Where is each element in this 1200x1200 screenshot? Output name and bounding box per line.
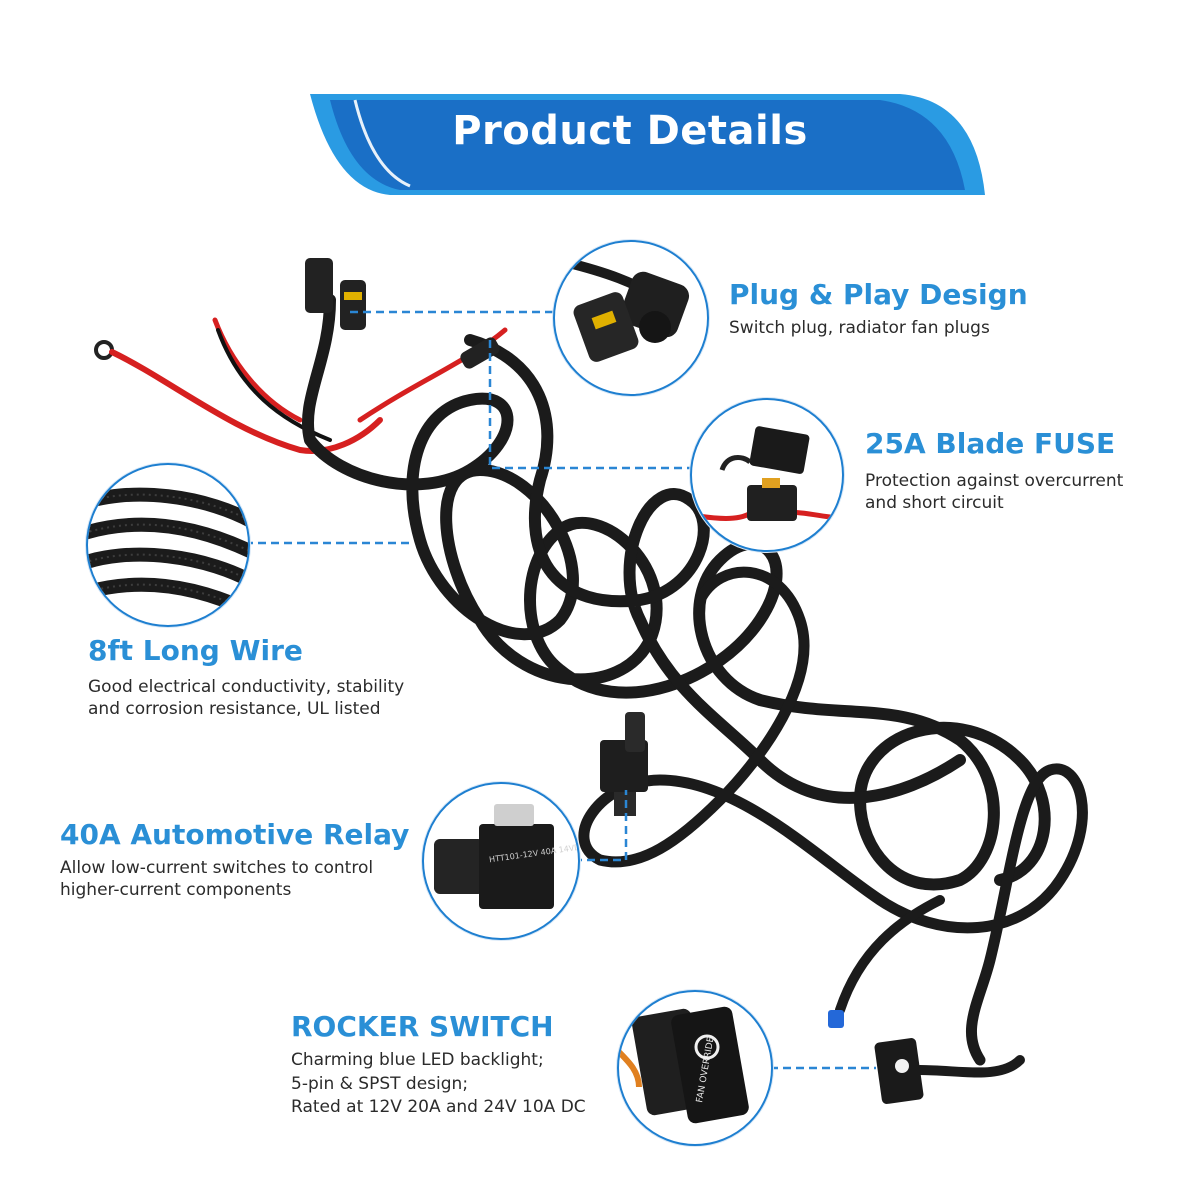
- harness-wire: [578, 566, 1088, 1066]
- plug-connector-icon: [305, 258, 366, 330]
- relay-detail-circle: HTT101-12V 40A 14VDC: [422, 782, 580, 940]
- feature-desc-fuse-1: Protection against overcurrent: [865, 471, 1124, 491]
- rocker-switch-icon: [874, 1038, 924, 1104]
- ring-terminal-icon: [94, 340, 114, 360]
- blue-terminal-icon: [828, 1010, 844, 1028]
- feature-title-plug: Plug & Play Design: [729, 278, 1028, 311]
- relay-harness-connector: [625, 712, 645, 752]
- feature-desc-wire-2: and corrosion resistance, UL listed: [88, 699, 381, 719]
- harness-wire: [301, 294, 1051, 891]
- feature-desc-fuse-2: and short circuit: [865, 493, 1004, 513]
- feature-title-relay: 40A Automotive Relay: [60, 818, 410, 851]
- feature-desc-switch-1: Charming blue LED backlight;: [291, 1050, 544, 1070]
- red-wire: [212, 317, 303, 423]
- product-details-banner: [310, 94, 985, 195]
- page-title: Product Details: [452, 108, 808, 154]
- red-wire: [109, 349, 383, 454]
- feature-title-wire: 8ft Long Wire: [88, 634, 303, 667]
- banner-front-shape: [330, 100, 965, 190]
- feature-desc-relay-1: Allow low-current switches to control: [60, 858, 374, 878]
- harness-wire: [835, 895, 945, 1015]
- feature-title-switch: ROCKER SWITCH: [291, 1010, 554, 1043]
- feature-desc-wire-1: Good electrical conductivity, stability: [88, 677, 405, 697]
- harness-wire: [915, 1055, 1025, 1078]
- feature-desc-relay-2: higher-current components: [60, 880, 292, 900]
- wire-detail-circle: [86, 463, 250, 627]
- feature-desc-switch-3: Rated at 12V 20A and 24V 10A DC: [291, 1097, 586, 1117]
- feature-desc-plug: Switch plug, radiator fan plugs: [729, 318, 990, 338]
- feature-desc-switch-2: 5-pin & SPST design;: [291, 1074, 469, 1094]
- plug-detail-circle: [553, 240, 709, 396]
- fuse-detail-circle: [690, 398, 844, 552]
- switch-detail-circle: FAN OVERRIDE: [617, 990, 773, 1146]
- dash-fuse: [488, 340, 690, 470]
- feature-title-fuse: 25A Blade FUSE: [865, 427, 1116, 460]
- banner-highlight-line: [353, 99, 411, 188]
